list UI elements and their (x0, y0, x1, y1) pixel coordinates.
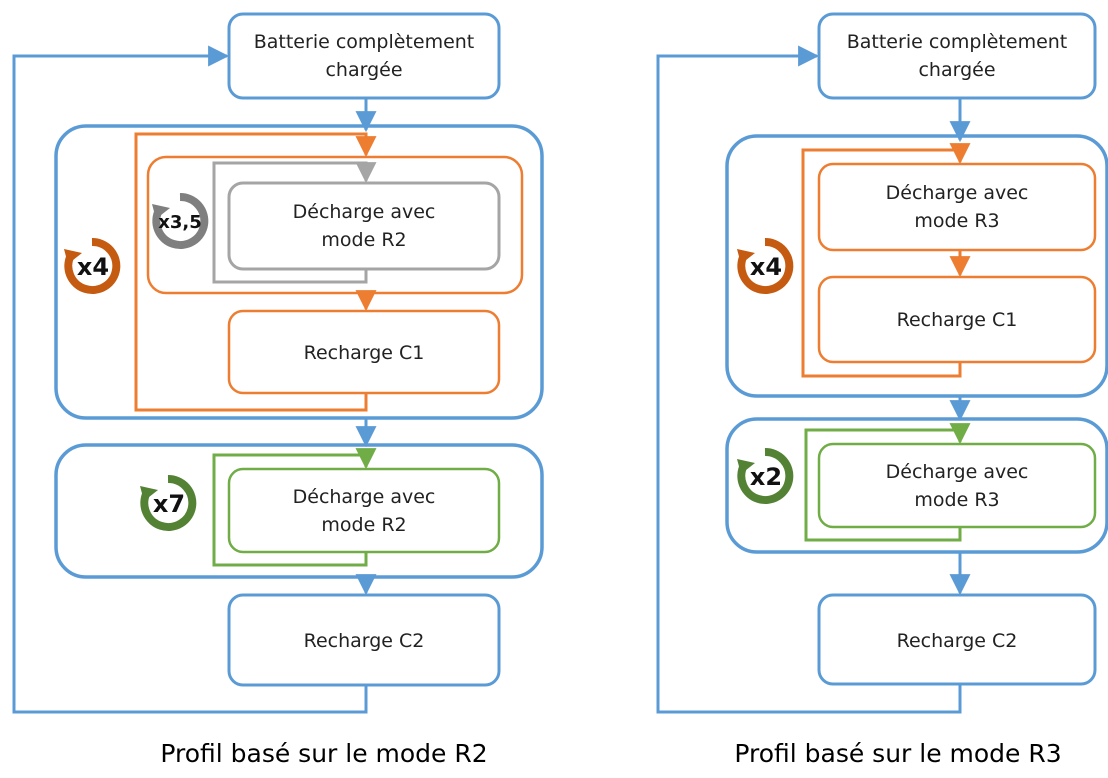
left-repeat-x4-label: x4 (77, 253, 109, 281)
left-discharge-r2-box: Décharge avec mode R2 (227, 181, 501, 271)
right-recharge1-label: Recharge C1 (897, 309, 1018, 331)
right-orange-loop-arrow (801, 143, 971, 378)
right-discharge1-line2: mode R3 (914, 210, 999, 232)
left-start-label-line2: chargée (325, 59, 402, 81)
right-group-cycle-x4 (725, 134, 1108, 398)
right-discharge-r3-box-green: Décharge avec mode R3 (817, 442, 1097, 529)
left-repeat-x7-label: x7 (153, 490, 185, 518)
left-recharge-c1-box: Recharge C1 (227, 309, 501, 395)
left-group-cycle-x4 (54, 124, 544, 420)
left-orange-inner-frame (146, 155, 524, 295)
left-profile: Batterie complètement chargée Décharge a… (12, 12, 544, 768)
left-gray-loop-arrow (212, 161, 377, 284)
left-discharge2-line2: mode R2 (321, 514, 406, 536)
right-start-label-line1: Batterie complètement (847, 31, 1068, 53)
right-main-loop-arrow (656, 45, 962, 714)
left-discharge-r2-box-green: Décharge avec mode R2 (227, 467, 501, 554)
left-discharge1-line2: mode R2 (321, 229, 406, 251)
right-group-cycle-x2 (725, 417, 1108, 554)
left-main-loop-arrow (12, 45, 368, 714)
left-repeat-x35-label: x3,5 (158, 212, 202, 233)
left-discharge1-line1: Décharge avec (293, 201, 436, 223)
left-repeat-x4-icon: x4 (64, 237, 121, 294)
right-profile-title: Profil basé sur le mode R3 (734, 739, 1061, 768)
right-recharge-c1-box: Recharge C1 (817, 275, 1097, 364)
left-recharge-c2-box: Recharge C2 (227, 593, 501, 687)
left-discharge2-line1: Décharge avec (293, 486, 436, 508)
left-repeat-x35-icon: x3,5 (152, 192, 209, 249)
right-repeat-x2-icon: x2 (737, 447, 794, 504)
left-start-label-line1: Batterie complètement (254, 31, 475, 53)
right-green-loop-arrow (804, 423, 971, 542)
left-profile-title: Profil basé sur le mode R2 (160, 739, 487, 768)
left-start-box: Batterie complètement chargée (227, 12, 501, 100)
left-green-loop-arrow (212, 448, 377, 567)
right-repeat-x2-label: x2 (750, 463, 782, 491)
right-recharge-c2-box: Recharge C2 (817, 593, 1097, 686)
right-discharge-r3-box: Décharge avec mode R3 (817, 162, 1097, 252)
left-group-cycle-x7 (54, 443, 544, 579)
right-start-label-line2: chargée (918, 59, 995, 81)
right-repeat-x4-icon: x4 (737, 237, 794, 294)
right-profile: Batterie complètement chargée Décharge a… (656, 12, 1108, 768)
right-discharge2-line2: mode R3 (914, 489, 999, 511)
right-repeat-x4-label: x4 (750, 253, 782, 281)
right-recharge2-label: Recharge C2 (897, 630, 1018, 652)
left-orange-loop-arrow (134, 132, 377, 412)
right-start-box: Batterie complètement chargée (817, 12, 1097, 100)
left-recharge1-label: Recharge C1 (304, 342, 425, 364)
left-repeat-x7-icon: x7 (140, 474, 197, 531)
left-recharge2-label: Recharge C2 (304, 630, 425, 652)
right-discharge1-line1: Décharge avec (886, 182, 1029, 204)
right-discharge2-line1: Décharge avec (886, 461, 1029, 483)
